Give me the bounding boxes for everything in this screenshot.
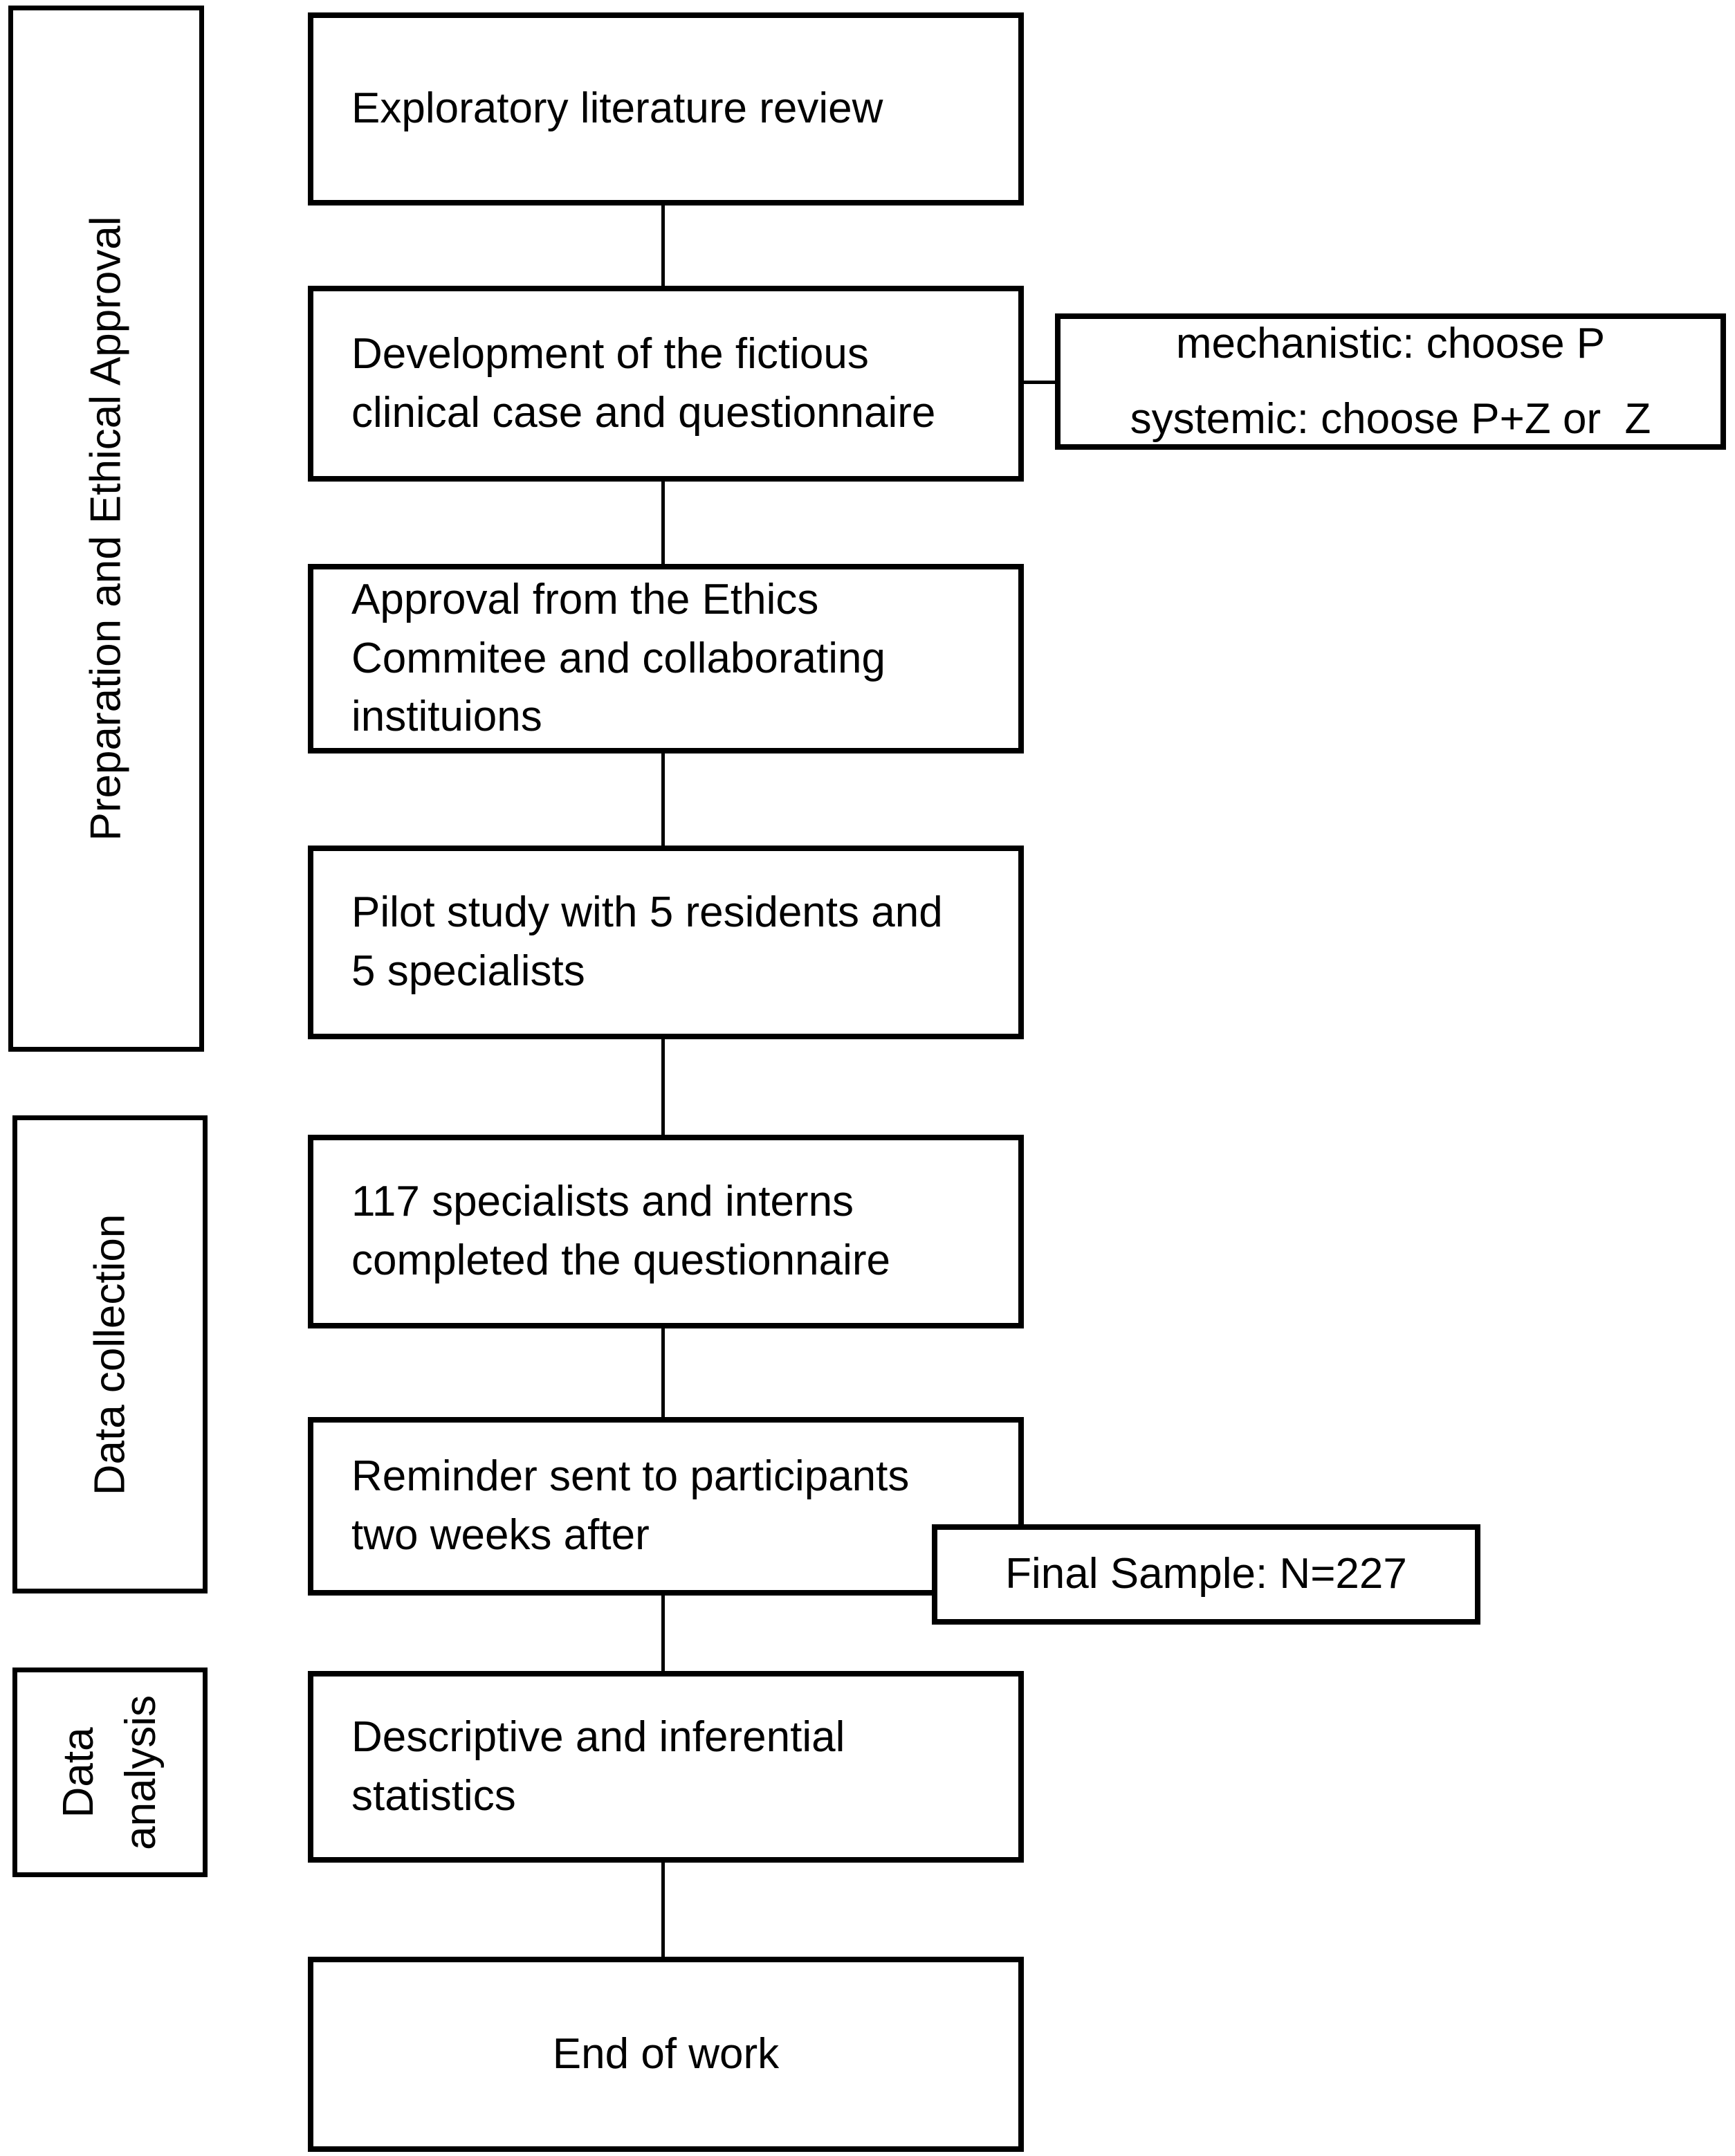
step-label: Reminder sent to participants two weeks …: [351, 1452, 910, 1559]
note-label: mechanistic: choose P systemic: choose P…: [1130, 320, 1651, 443]
step-label: Descriptive and inferential statistics: [351, 1712, 845, 1820]
step-box-reminder: Reminder sent to participants two weeks …: [308, 1417, 1024, 1596]
phase-label: Data collection: [86, 1214, 134, 1495]
phase-label: Preparation and Ethical Approval: [82, 216, 130, 841]
phase-box-data-collection: Data collection: [12, 1115, 208, 1593]
connector-step2-note: [1024, 381, 1055, 384]
step-box-ethics-approval: Approval from the Ethics Commitee and co…: [308, 564, 1024, 753]
note-box-final-sample: Final Sample: N=227: [932, 1524, 1480, 1625]
phase-box-preparation: Preparation and Ethical Approval: [8, 6, 204, 1052]
step-label: Pilot study with 5 residents and 5 speci…: [351, 888, 943, 995]
phase-label: Data analysis: [55, 1694, 165, 1850]
note-box-choice-rule: mechanistic: choose P systemic: choose P…: [1055, 313, 1726, 450]
connector-step1-step2: [661, 205, 665, 286]
connector-step5-step6: [661, 1328, 665, 1417]
connector-step4-step5: [661, 1039, 665, 1135]
step-box-end-of-work: End of work: [308, 1957, 1024, 2152]
note-label: Final Sample: N=227: [1005, 1550, 1407, 1598]
step-label: Development of the fictious clinical cas…: [351, 329, 936, 437]
step-label: Approval from the Ethics Commitee and co…: [351, 575, 885, 741]
step-box-literature-review: Exploratory literature review: [308, 12, 1024, 205]
connector-step7-step8: [661, 1863, 665, 1957]
step-box-case-development: Development of the fictious clinical cas…: [308, 286, 1024, 482]
step-box-statistics: Descriptive and inferential statistics: [308, 1671, 1024, 1863]
step-box-questionnaire-completed: 117 specialists and interns completed th…: [308, 1135, 1024, 1328]
step-label: 117 specialists and interns completed th…: [351, 1178, 890, 1284]
connector-step2-step3: [661, 482, 665, 564]
step-box-pilot-study: Pilot study with 5 residents and 5 speci…: [308, 846, 1024, 1039]
step-label: End of work: [552, 2029, 780, 2078]
step-label: Exploratory literature review: [351, 84, 883, 133]
connector-step6-step7: [661, 1596, 665, 1671]
phase-box-data-analysis: Data analysis: [12, 1668, 208, 1877]
connector-step3-step4: [661, 753, 665, 846]
